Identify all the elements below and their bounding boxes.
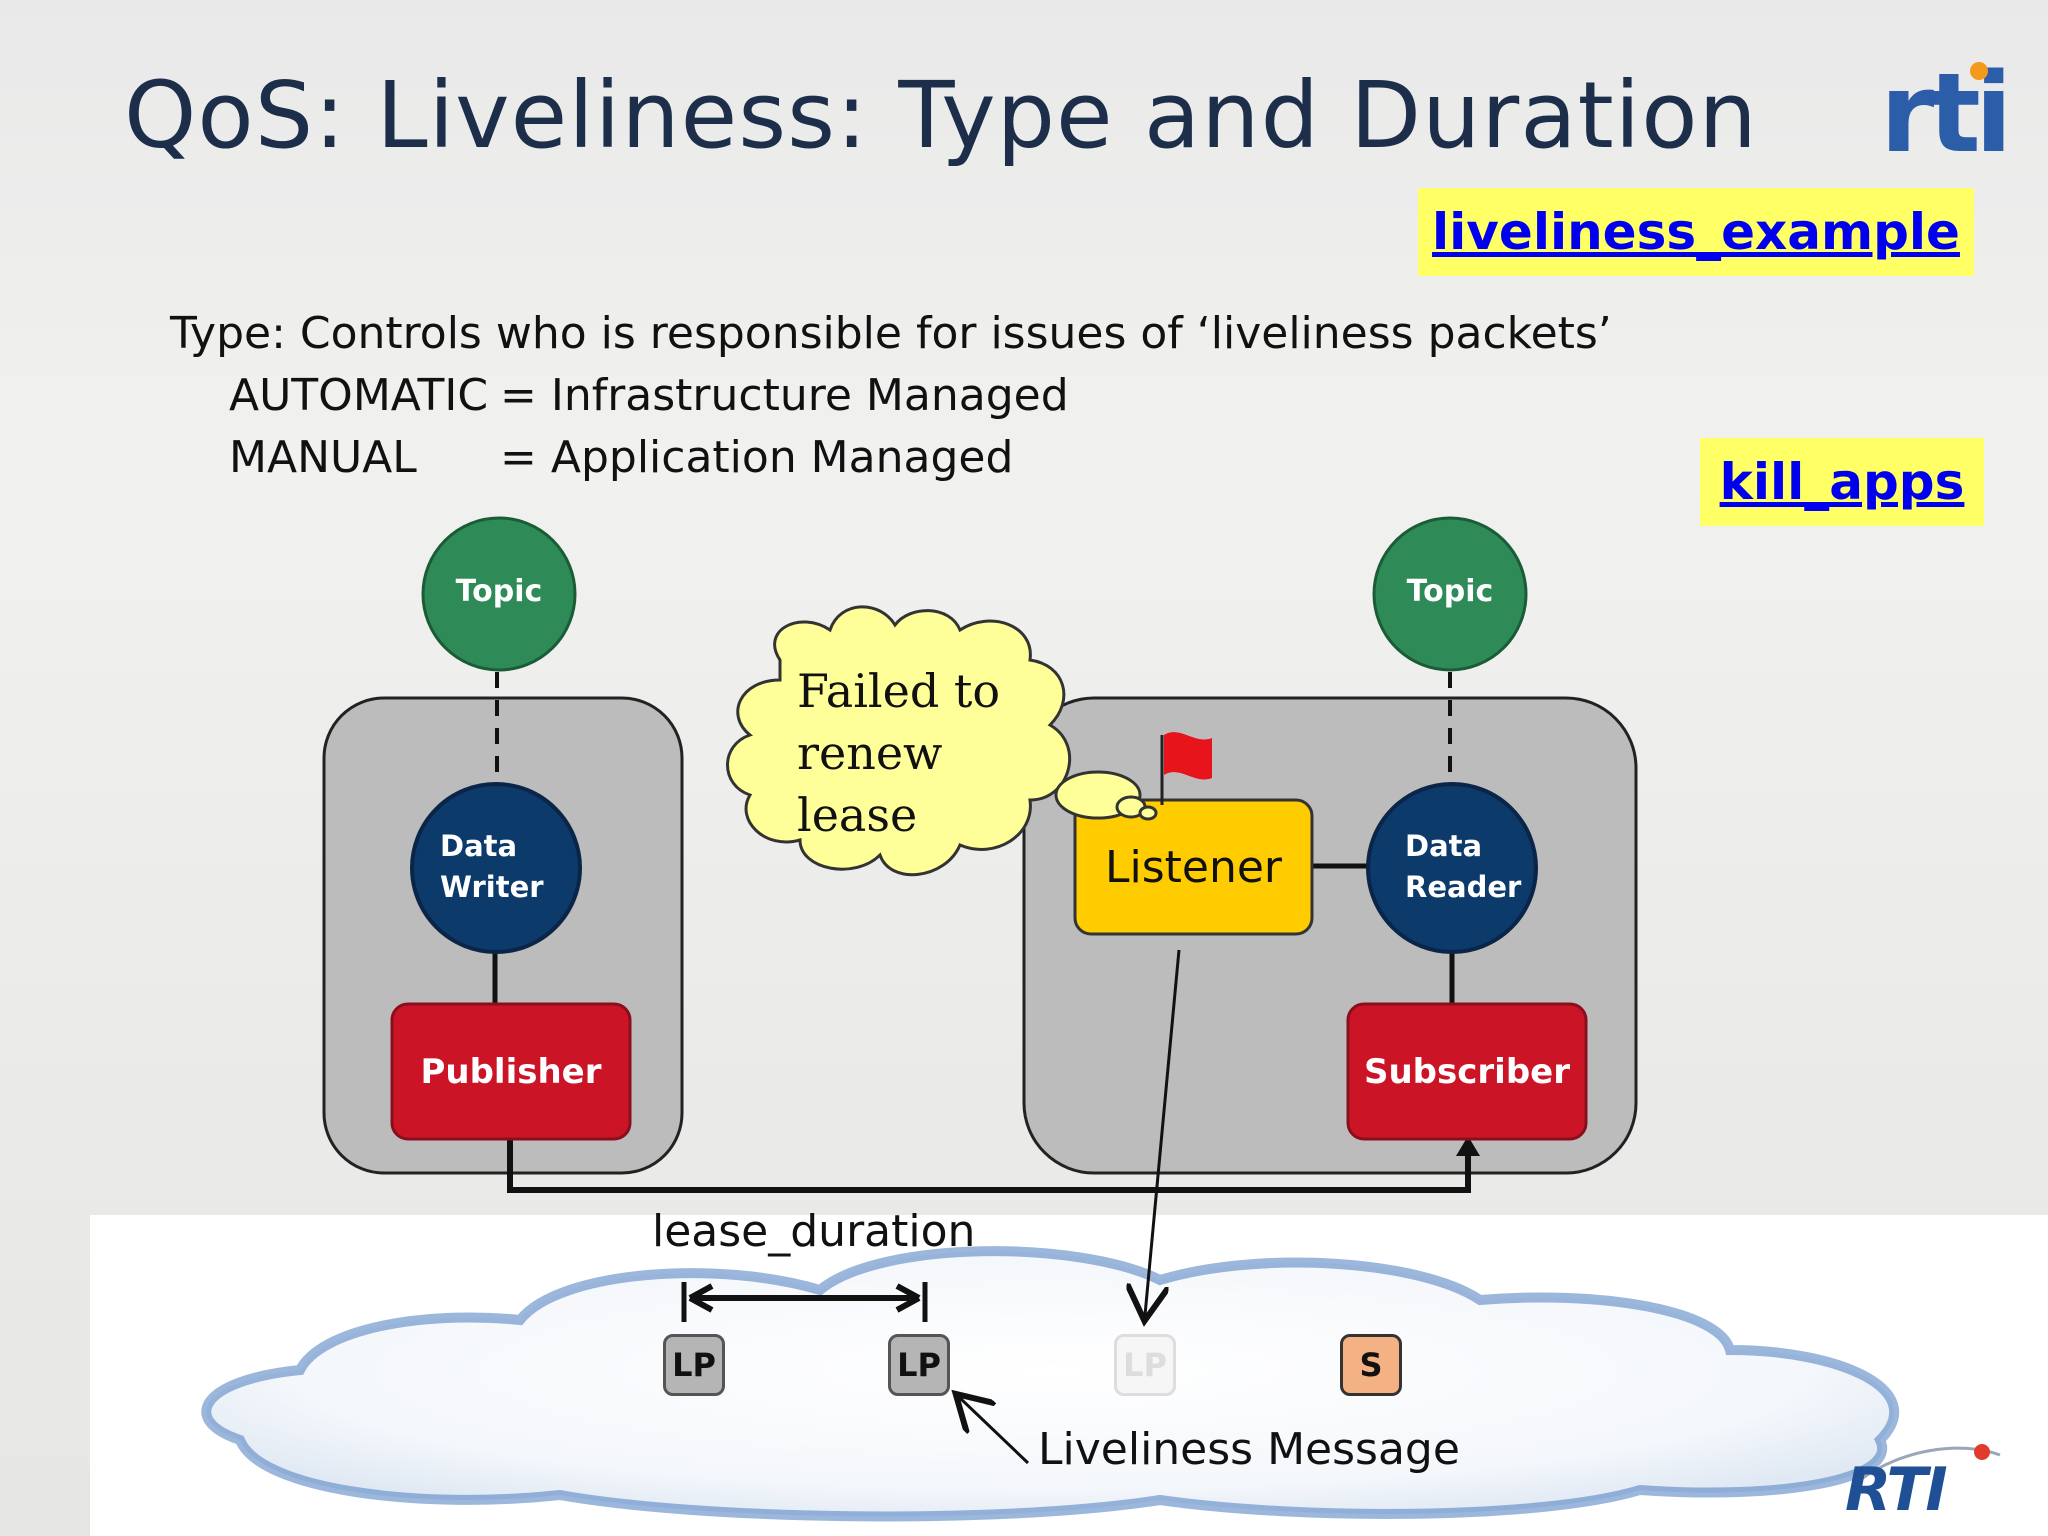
publisher-node [390, 1002, 632, 1141]
publisher-label: Publisher [420, 1052, 602, 1092]
sample-packet: S [1340, 1334, 1402, 1396]
thought-bubble-small [1138, 805, 1158, 821]
lease-duration-label: lease_duration [652, 1206, 976, 1257]
thought-text: Failed to renew lease [797, 660, 1000, 846]
liveliness-example-link[interactable]: liveliness_example [1432, 203, 1960, 261]
topic-right-label: Topic [1406, 574, 1494, 609]
data-writer-label: Data Writer [440, 826, 544, 908]
rti-wordmark: RTI [1845, 1455, 1948, 1525]
data-path-arrowhead [1456, 1136, 1480, 1156]
data-reader-node [1366, 782, 1538, 954]
network-cloud [201, 1246, 1900, 1522]
slide-title: QoS: Liveliness: Type and Duration [124, 62, 1758, 169]
thought-line-2: renew [797, 726, 943, 780]
manual-key: MANUAL [229, 432, 417, 483]
flag-icon [1164, 732, 1212, 780]
listener-node [1073, 798, 1314, 936]
data-writer-node [410, 782, 582, 954]
liveliness-example-link-box[interactable]: liveliness_example [1418, 188, 1974, 276]
liveliness-message-label: Liveliness Message [1038, 1424, 1460, 1475]
topic-right-node [1372, 516, 1528, 672]
kill-apps-link[interactable]: kill_apps [1719, 453, 1965, 511]
data-reader-label: Data Reader [1405, 826, 1522, 908]
liveliness-packet-1: LP [663, 1334, 725, 1396]
automatic-key: AUTOMATIC [229, 370, 489, 421]
thought-line-3: lease [797, 788, 918, 842]
subscriber-node [1346, 1002, 1588, 1141]
rti-logo: rti [1880, 49, 2013, 177]
lease-arrow-left [688, 1283, 714, 1313]
data-path [507, 1140, 1471, 1193]
manual-value: = Application Managed [500, 432, 1014, 483]
missed-liveliness-packet: LP [1114, 1334, 1176, 1396]
kill-apps-link-box[interactable]: kill_apps [1700, 438, 1984, 526]
lease-arrow-right [895, 1283, 921, 1313]
liveliness-message-pointer [960, 1398, 1030, 1465]
subscriber-label: Subscriber [1363, 1052, 1570, 1092]
rti-mark-dot [1974, 1444, 1990, 1460]
rti-logo-dot [1970, 62, 1988, 80]
listener-label: Listener [1104, 842, 1283, 893]
data-writer-label-line1: Data [440, 829, 518, 863]
data-reader-label-line1: Data [1405, 829, 1483, 863]
data-writer-label-line2: Writer [440, 870, 544, 904]
type-description: Type: Controls who is responsible for is… [170, 308, 1612, 359]
listener-notify-arrow [1145, 949, 1181, 1315]
topic-left-node [421, 516, 577, 672]
data-reader-label-line2: Reader [1405, 870, 1522, 904]
liveliness-packet-2: LP [888, 1334, 950, 1396]
thought-line-1: Failed to [797, 664, 1001, 718]
automatic-value: = Infrastructure Managed [500, 370, 1069, 421]
topic-left-label: Topic [455, 574, 543, 609]
thought-cloud [726, 605, 1072, 877]
